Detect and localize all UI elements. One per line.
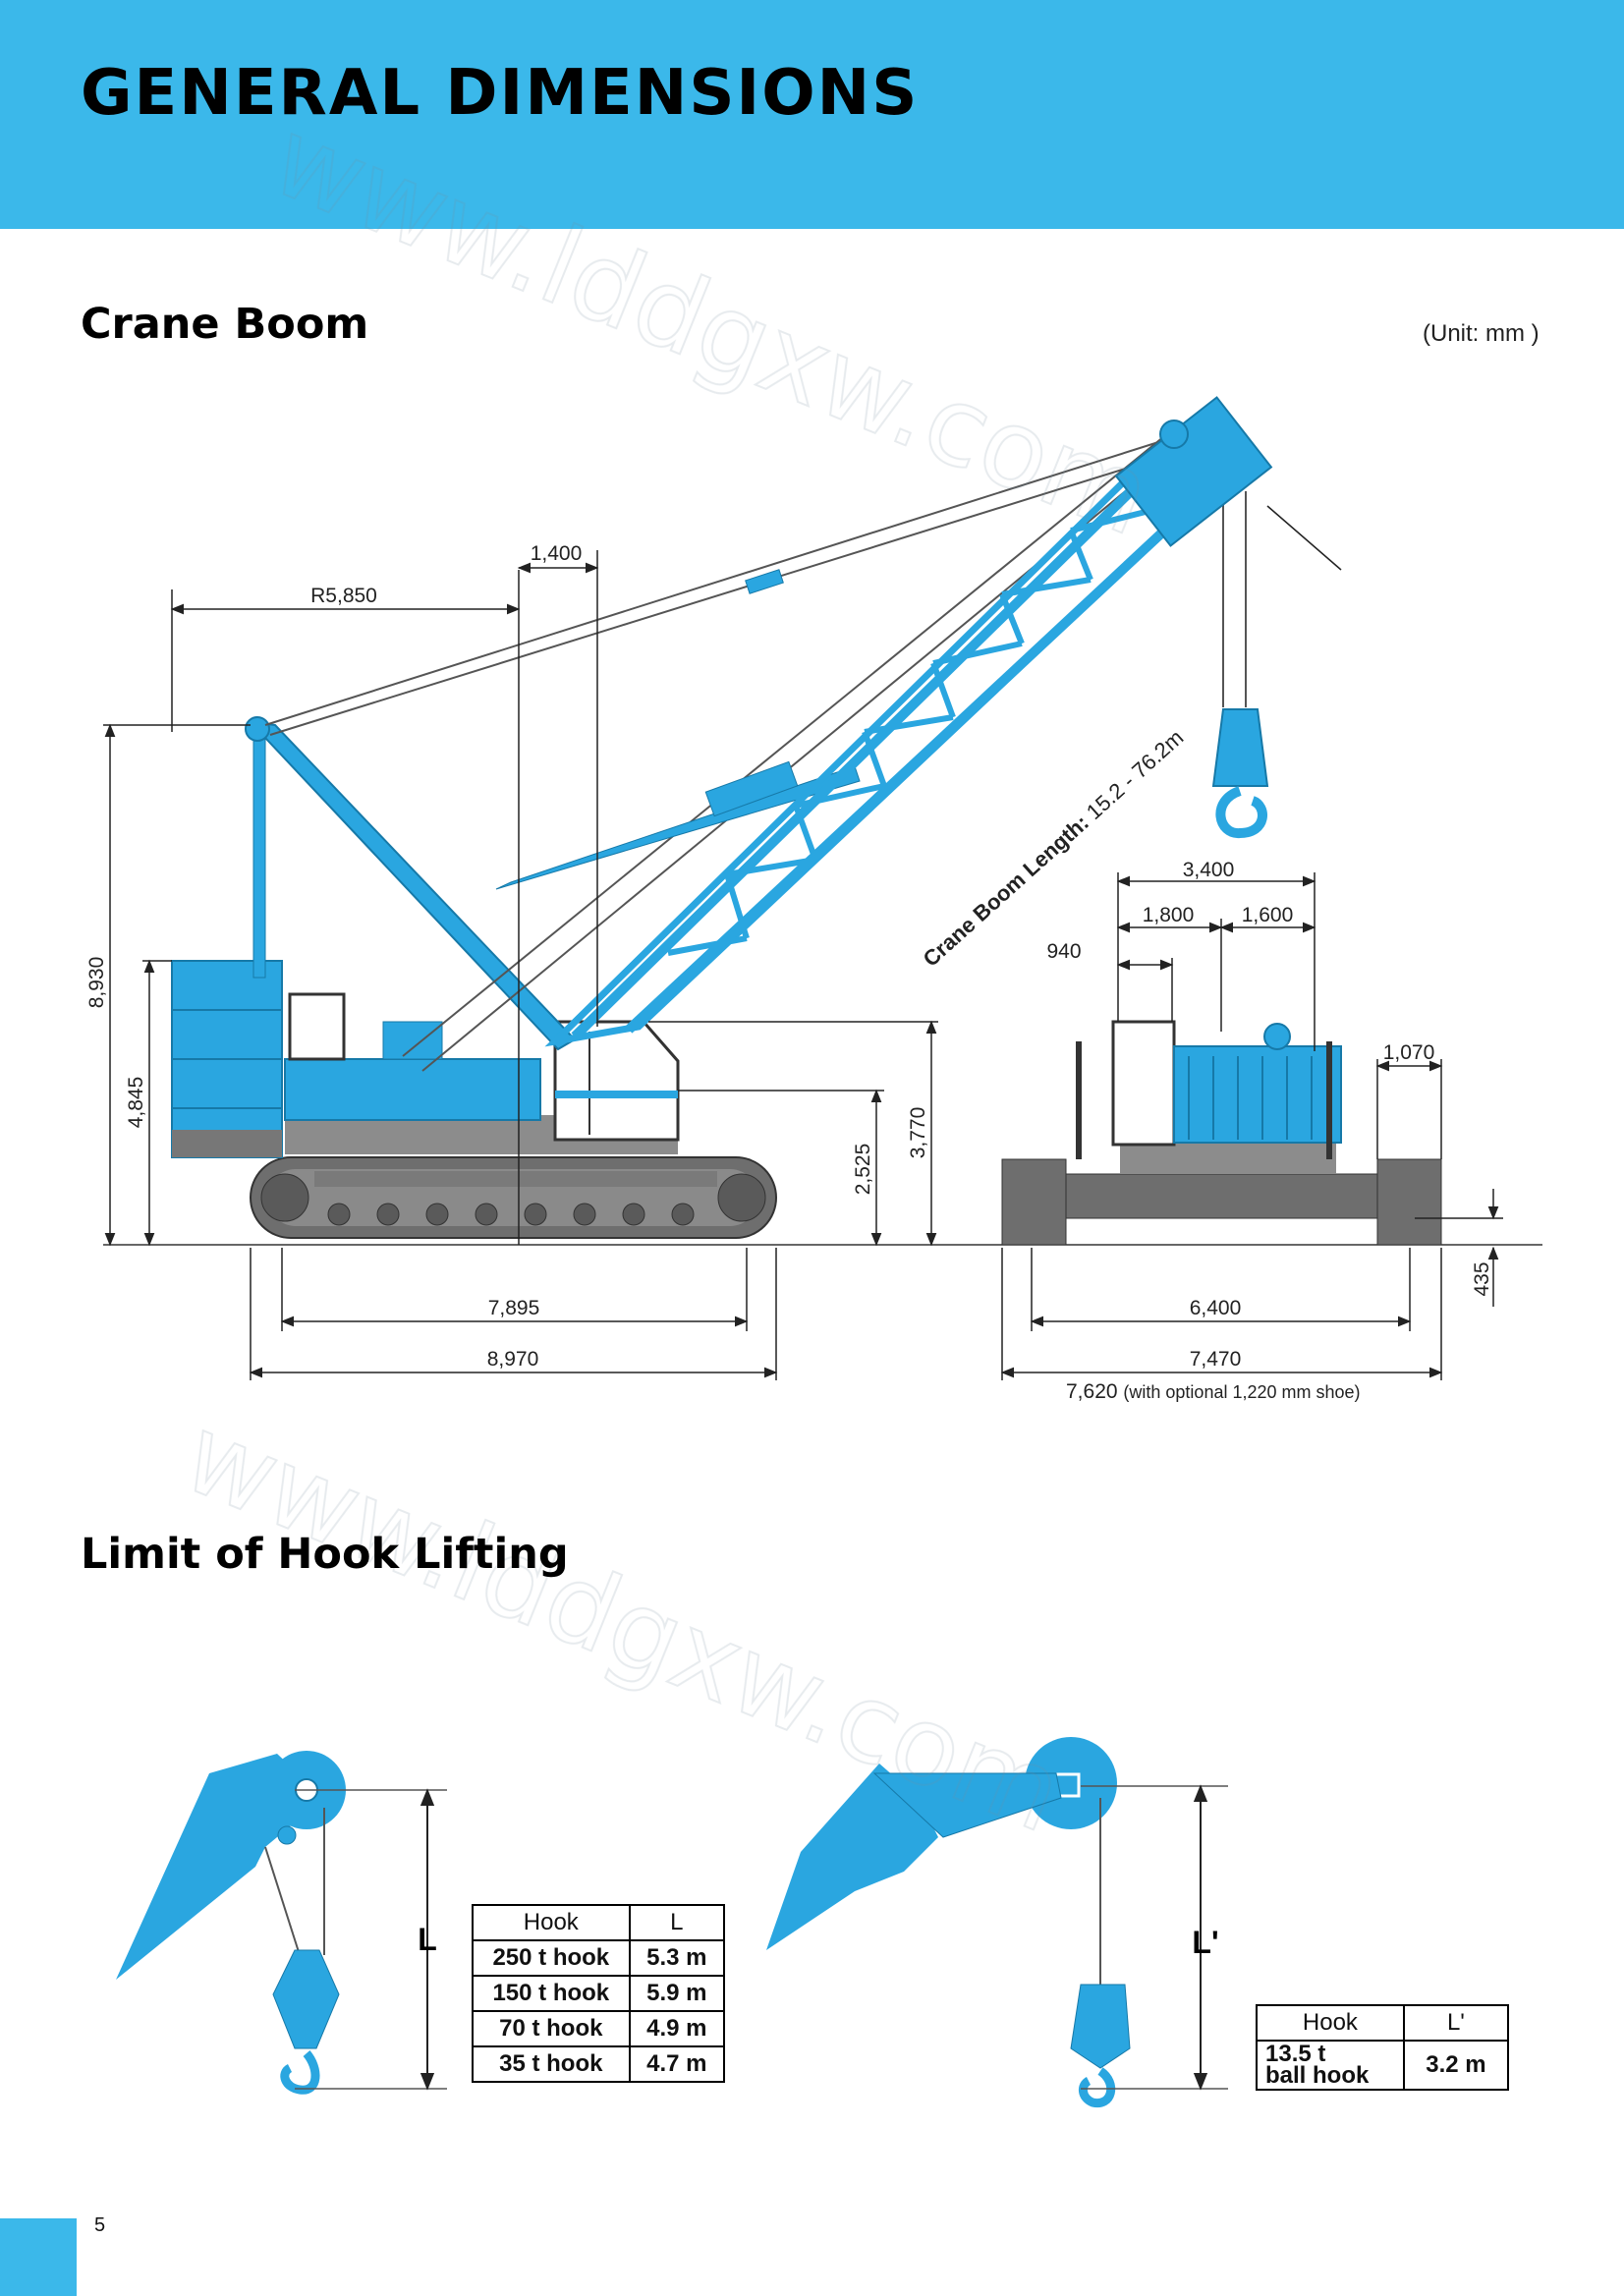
dim-height-3770: 3,770 [907, 1107, 929, 1159]
main-hook-diagram [116, 1751, 447, 2095]
dim-width-3400: 3,400 [1183, 859, 1235, 881]
pendant-ropes [264, 431, 1247, 1072]
dim-width-1800: 1,800 [1143, 904, 1195, 926]
main-hook-table: Hook L 250 t hook 5.3 m 150 t hook 5.9 m… [472, 1904, 726, 2083]
table-row: 250 t hook 5.3 m [472, 1939, 726, 1977]
lattice-boom [544, 396, 1273, 1047]
hook-type-line2: ball hook [1265, 2062, 1370, 2089]
table-header-hook: Hook [472, 1904, 631, 1941]
hook-value: 5.3 m [628, 1939, 726, 1977]
table-header-l: L [628, 1904, 726, 1941]
table-row: 35 t hook 4.7 m [472, 2045, 726, 2083]
upper-structure [171, 960, 680, 1158]
hook-value: 5.9 m [628, 1975, 726, 2012]
dim-offset-1400: 1,400 [531, 542, 583, 565]
side-view-dimensions [103, 505, 1342, 1380]
front-view-dimensions [1000, 872, 1503, 1380]
front-view-crane [982, 1020, 1542, 1246]
gantry-mast [245, 716, 577, 1051]
table-header-hook: Hook [1256, 2004, 1405, 2042]
boom-length-label: Crane Boom Length: 15.2 - 76.2m [919, 725, 1189, 972]
hook-type: 250 t hook [472, 1939, 631, 1977]
hook-type: 70 t hook [472, 2010, 631, 2047]
aux-hook-table: Hook L' 13.5 t ball hook 3.2 m [1256, 2004, 1510, 2091]
hook-value: 3.2 m [1402, 2040, 1510, 2091]
dim-width-6400: 6,400 [1190, 1297, 1242, 1319]
hook-type: 150 t hook [472, 1975, 631, 2012]
table-row: 150 t hook 5.9 m [472, 1975, 726, 2012]
hook-type-line1: 13.5 t [1265, 2041, 1326, 2067]
dim-tail-radius: R5,850 [310, 585, 377, 607]
unit-note: (Unit: mm ) [1423, 320, 1540, 347]
crawler-track [250, 1156, 777, 1239]
hook-type: 13.5 t ball hook [1256, 2040, 1405, 2091]
dim-height-435: 435 [1471, 1261, 1493, 1296]
hook-type: 35 t hook [472, 2045, 631, 2083]
section-title-crane-boom: Crane Boom [81, 300, 369, 349]
aux-hook-diagram [766, 1737, 1228, 2108]
dim-width-7470: 7,470 [1190, 1348, 1242, 1371]
main-hook-block [1211, 708, 1269, 838]
dim-width-1070: 1,070 [1383, 1041, 1435, 1064]
table-row: 70 t hook 4.9 m [472, 2010, 726, 2047]
table-header-l-prime: L' [1402, 2004, 1510, 2042]
table-row: 13.5 t ball hook 3.2 m [1256, 2040, 1510, 2091]
dim-width-7620: 7,620 (with optional 1,220 mm shoe) [1066, 1380, 1361, 1403]
dim-length-7895: 7,895 [488, 1297, 540, 1319]
watermark-group: www.lddgxw.com www.lddgxw.com [166, 92, 1168, 1857]
page-corner-tab [0, 2218, 77, 2296]
header-band: GENERAL DIMENSIONS [0, 0, 1624, 229]
watermark: www.lddgxw.com [255, 93, 1167, 559]
section-title-hook-lifting: Limit of Hook Lifting [81, 1530, 569, 1579]
side-view-crane [103, 396, 1273, 1246]
dim-width-940: 940 [1046, 940, 1081, 963]
front-view-dimension-labels: 3,400 1,800 1,600 940 1,070 435 6,400 7,… [1046, 859, 1493, 1403]
dim-height-8930: 8,930 [85, 957, 108, 1009]
hook-value: 4.7 m [628, 2045, 726, 2083]
dim-length-8970: 8,970 [487, 1348, 539, 1371]
dim-height-4845: 4,845 [125, 1077, 147, 1129]
page-title: GENERAL DIMENSIONS [81, 57, 920, 130]
hook-value: 4.9 m [628, 2010, 726, 2047]
page-number: 5 [94, 2214, 106, 2236]
aux-hook-label: L' [1192, 1925, 1218, 1960]
main-hook-label: L [418, 1922, 437, 1957]
dim-height-2525: 2,525 [852, 1144, 874, 1196]
dim-width-1600: 1,600 [1242, 904, 1294, 926]
